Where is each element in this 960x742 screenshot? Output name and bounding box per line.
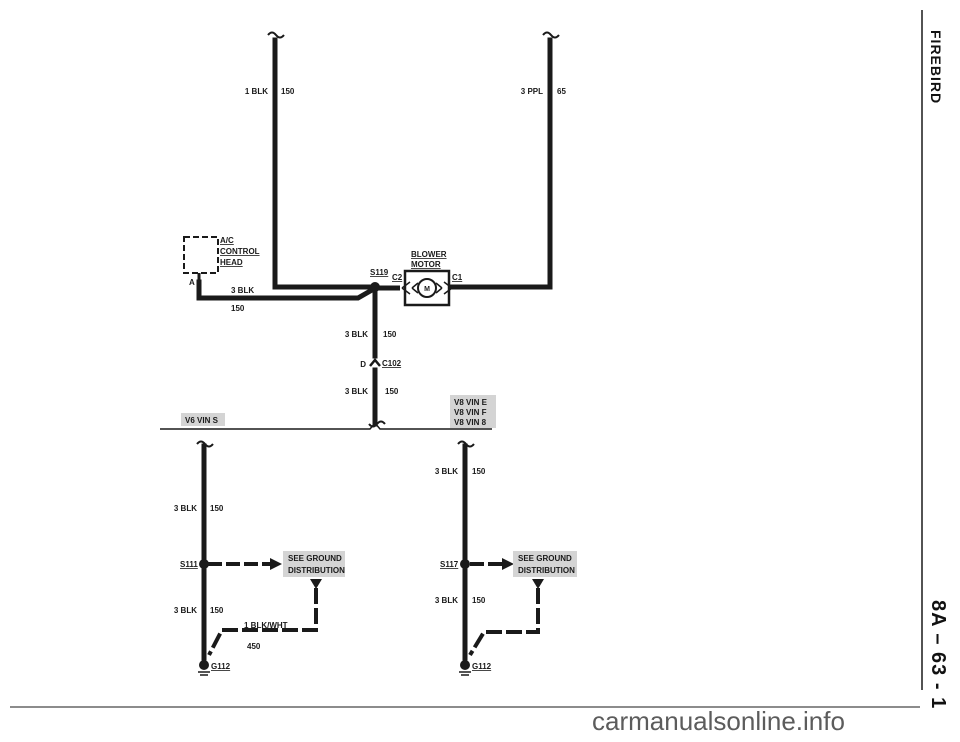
blower-label-line1: BLOWER (411, 250, 447, 259)
blower-connector-c2 (401, 281, 419, 295)
blower-motor-box (403, 269, 451, 307)
wire-left-upper-color: 3 BLK (174, 504, 197, 513)
splice-s119-dot (370, 282, 380, 292)
wire-ac-to-s119 (196, 279, 376, 301)
ground-left-label: G112 (211, 662, 231, 671)
side-title: FIREBIRD (928, 30, 944, 105)
wire-left-lower-circuit: 150 (210, 606, 224, 615)
wire-left-upper-circuit: 150 (210, 504, 224, 513)
splice-s111-dot (199, 559, 209, 569)
page-number: 8A – 63 - 1 (927, 600, 949, 710)
wire-left-lower-color: 3 BLK (174, 606, 197, 615)
ground-right-dot (460, 660, 470, 670)
wire-top-right-color: 3 PPL (521, 87, 543, 96)
wire-right-upper-color: 3 BLK (435, 467, 458, 476)
blower-motor-m: M (424, 286, 430, 293)
ac-control-head-box (183, 236, 219, 274)
wire-ac-color: 3 BLK (231, 286, 254, 295)
blower-conn-c2: C2 (392, 273, 403, 282)
connector-c102 (369, 358, 381, 367)
splice-s111-label: S111 (180, 560, 198, 569)
blower-label-line2: MOTOR (411, 260, 441, 269)
left-ground-dashed (207, 588, 318, 656)
splice-s117-label: S117 (440, 560, 459, 569)
variant-left-label: V6 VIN S (185, 416, 219, 425)
wire-right-lower-circuit: 150 (472, 596, 486, 605)
wire-top-right-circuit: 65 (557, 87, 566, 96)
see-ground-left-line2: DISTRIBUTION (288, 566, 345, 575)
v8-label-bg (450, 395, 496, 428)
v6-label-bg (181, 413, 225, 426)
arrow-s117-ground (502, 558, 514, 570)
ground-left-dot (199, 660, 209, 670)
variant-right-line3: V8 VIN 8 (454, 418, 487, 427)
arrow-left-ground-down (310, 579, 322, 589)
variant-right-line1: V8 VIN E (454, 398, 488, 407)
see-ground-right-line2: DISTRIBUTION (518, 566, 575, 575)
wire-s119-down-circuit: 150 (383, 330, 397, 339)
connector-c102-label: C102 (382, 359, 402, 368)
break-mark-left-branch (196, 440, 214, 448)
ac-head-line2: CONTROL (220, 247, 260, 256)
wire-left-ground-color: 1 BLK/WHT (244, 621, 288, 630)
wire-c102-down-color: 3 BLK (345, 387, 368, 396)
see-ground-right-bg (513, 551, 577, 577)
watermark: carmanualsonline.info (592, 706, 845, 736)
wire-ac-circuit: 150 (231, 304, 245, 313)
see-ground-right-line1: SEE GROUND (518, 554, 572, 563)
break-mark-top-right (542, 31, 560, 39)
wire-3ppl-65 (449, 37, 553, 290)
wire-1blk-150 (272, 37, 373, 290)
arrow-s111-ground (270, 558, 282, 570)
arrow-right-ground-down (532, 579, 544, 589)
wire-top-left-color: 1 BLK (245, 87, 268, 96)
ac-head-pin: A (189, 278, 195, 287)
ground-right-label: G112 (472, 662, 492, 671)
break-mark-right-branch (457, 440, 475, 448)
connector-c102-pin: D (360, 360, 366, 369)
wire-right-lower-color: 3 BLK (435, 596, 458, 605)
see-ground-left-bg (283, 551, 345, 577)
variant-right-line2: V8 VIN F (454, 408, 487, 417)
see-ground-left-line1: SEE GROUND (288, 554, 342, 563)
blower-conn-c1: C1 (452, 273, 463, 282)
wire-s119-down-color: 3 BLK (345, 330, 368, 339)
ac-head-line1: A/C (220, 236, 234, 245)
splice-s117-dot (460, 559, 470, 569)
splice-s119-label: S119 (370, 268, 389, 277)
wire-left-ground-circuit: 450 (247, 642, 261, 651)
wire-top-left-circuit: 150 (281, 87, 295, 96)
right-ground-dashed (468, 588, 540, 657)
wire-right-upper-circuit: 150 (472, 467, 486, 476)
wire-c102-down-circuit: 150 (385, 387, 399, 396)
ac-head-line3: HEAD (220, 258, 243, 267)
blower-motor-symbol (417, 278, 437, 298)
variant-bracket (160, 421, 492, 430)
blower-connector-c1 (435, 281, 453, 295)
break-mark-top-left (267, 31, 285, 39)
